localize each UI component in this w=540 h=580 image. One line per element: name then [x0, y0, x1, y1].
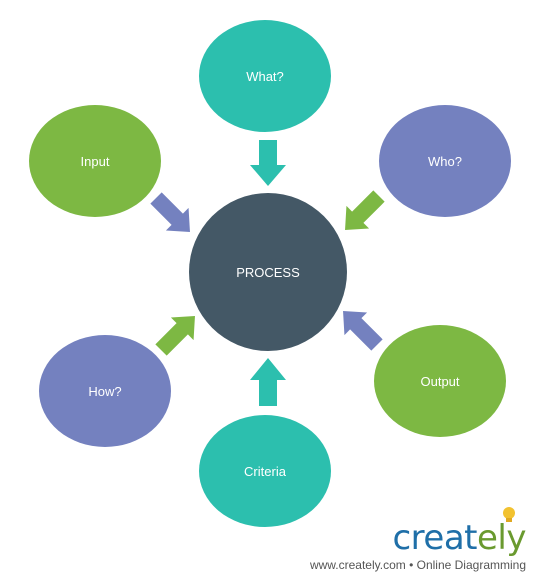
node-how: How?: [39, 335, 171, 447]
lightbulb-icon: [503, 507, 515, 522]
footer-text: www.creately.com • Online Diagramming: [309, 558, 526, 572]
arrow-criteria-to-process: [250, 358, 286, 406]
arrow-what-to-process: [250, 140, 286, 186]
node-input-label: Input: [81, 154, 110, 169]
node-what-label: What?: [246, 69, 284, 84]
node-output: Output: [374, 325, 506, 437]
process-node: PROCESS: [189, 193, 347, 351]
node-what: What?: [199, 20, 331, 132]
node-input: Input: [29, 105, 161, 217]
arrow-who-to-process: [345, 190, 385, 230]
arrow-how-to-process: [155, 316, 195, 356]
creately-logo: creately: [392, 518, 526, 558]
node-who: Who?: [379, 105, 511, 217]
arrow-output-to-process: [343, 311, 383, 351]
node-how-label: How?: [88, 384, 121, 399]
node-criteria-label: Criteria: [244, 464, 287, 479]
node-who-label: Who?: [428, 154, 462, 169]
process-node-label: PROCESS: [236, 265, 300, 280]
arrow-input-to-process: [150, 192, 190, 232]
node-criteria: Criteria: [199, 415, 331, 527]
node-output-label: Output: [420, 374, 459, 389]
